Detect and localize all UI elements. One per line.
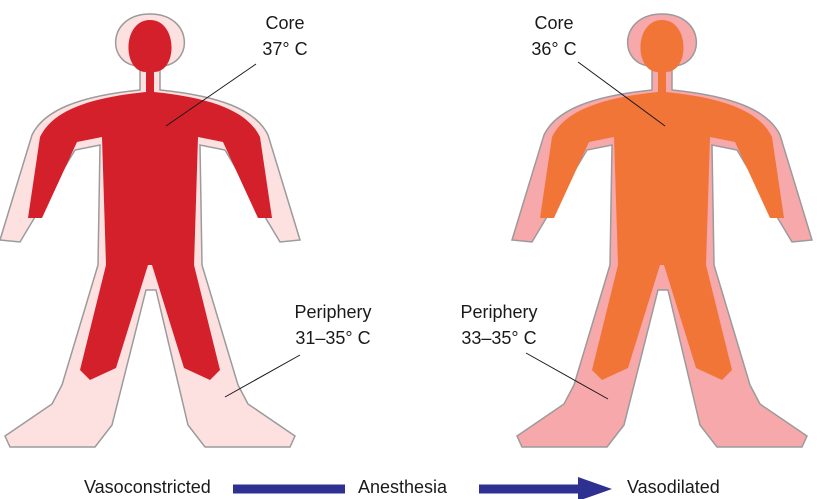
left-periphery-label: Periphery [278,301,388,323]
vasodilated-label: Vasodilated [627,476,720,498]
right-core-label: Core [519,12,589,34]
arrow-head [578,477,612,499]
right-body-core [540,20,784,380]
vasoconstricted-label: Vasoconstricted [84,476,211,498]
anesthesia-label: Anesthesia [358,476,447,498]
right-periphery-temp: 33–35° C [444,327,554,349]
left-periphery-temp: 31–35° C [278,327,388,349]
right-core-temp: 36° C [519,38,589,60]
left-body-figure [0,14,300,447]
left-periphery-leader-line [225,355,300,397]
right-periphery-label: Periphery [444,301,554,323]
right-body-figure [512,14,812,447]
left-body-core [28,20,272,380]
left-core-temp: 37° C [250,38,320,60]
left-core-label: Core [250,12,320,34]
